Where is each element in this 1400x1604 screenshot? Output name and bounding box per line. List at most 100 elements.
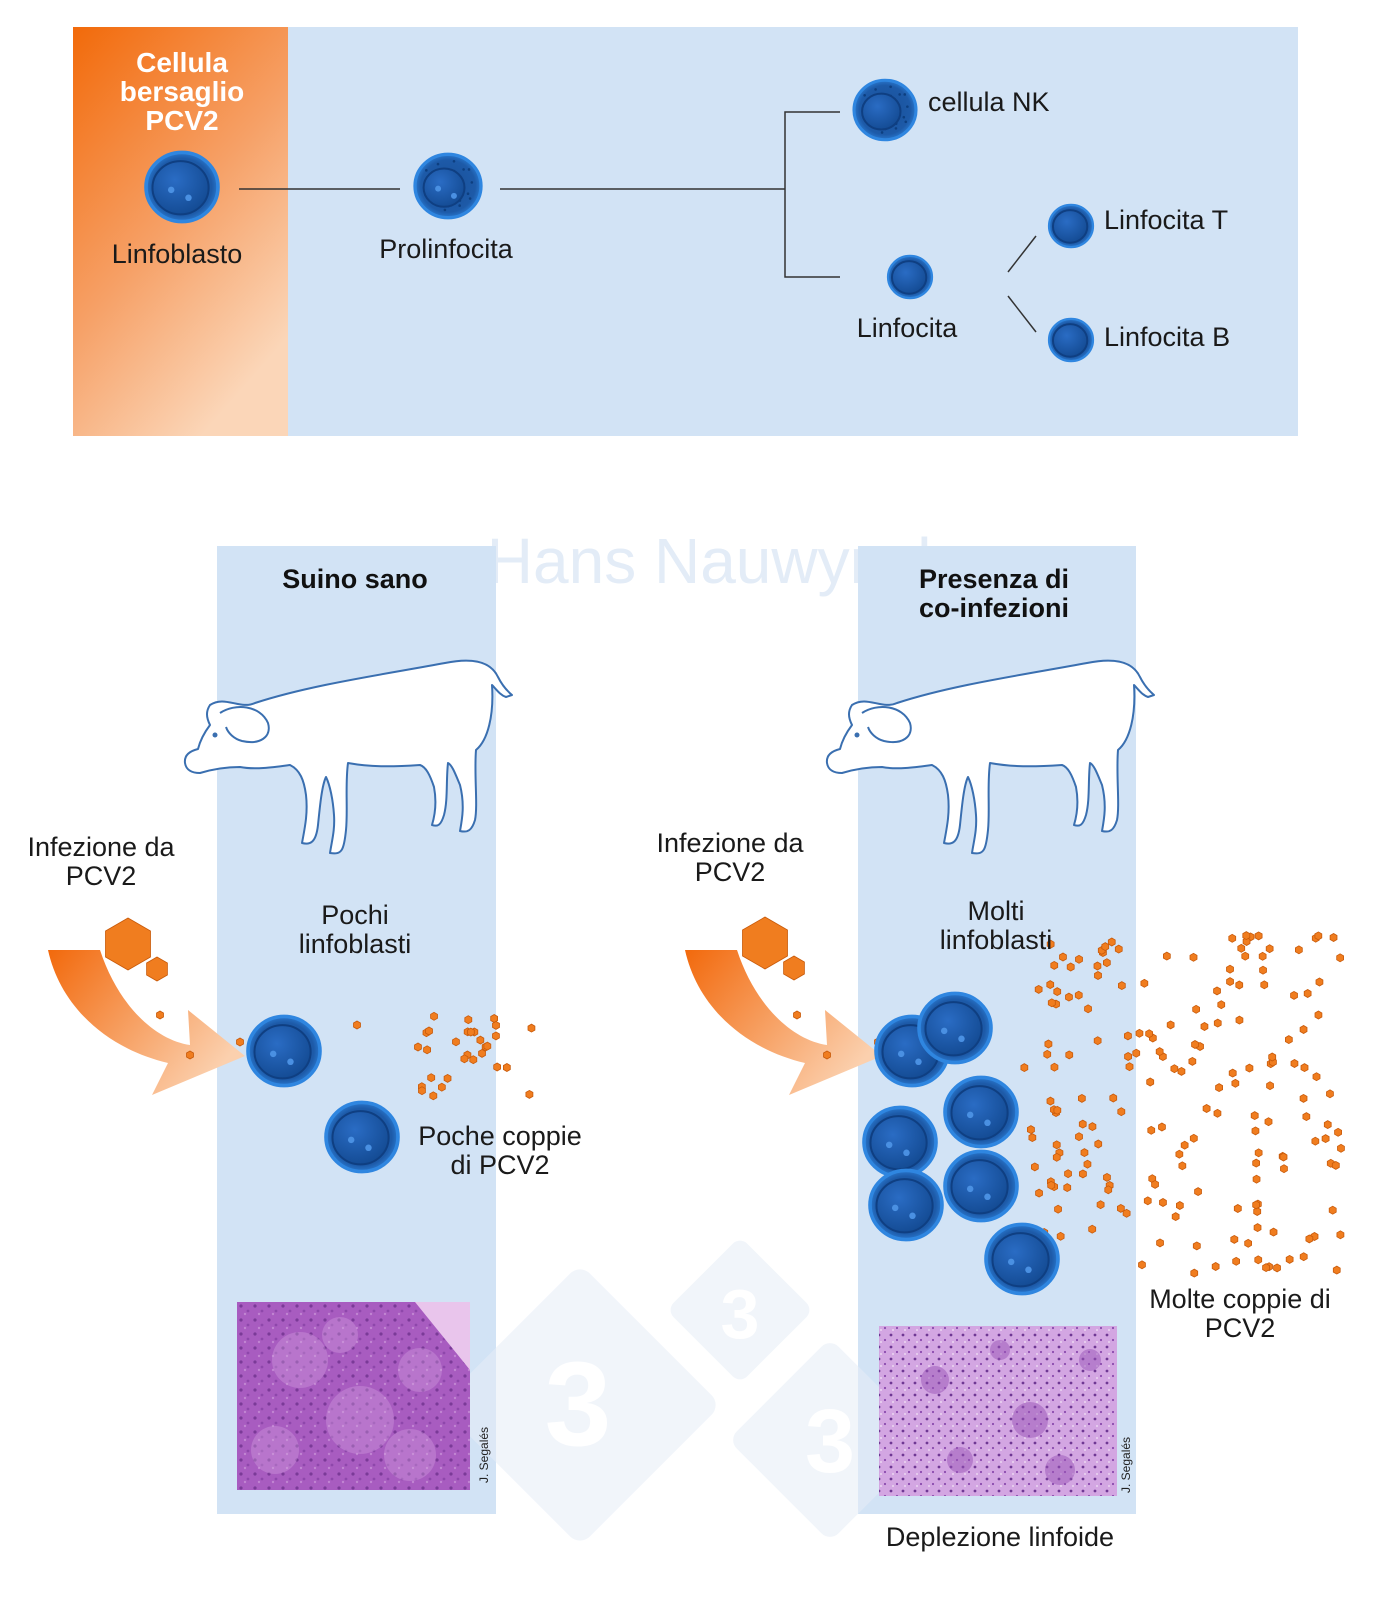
- virus-particle-icon: [1078, 1119, 1087, 1129]
- virus-particle-icon: [1266, 1081, 1274, 1091]
- virus-particle-icon: [1159, 1198, 1167, 1207]
- nk-cell-icon: [852, 78, 918, 142]
- virus-particle-icon: [1189, 1133, 1198, 1143]
- text-line: Infezione da: [27, 832, 175, 862]
- virus-particle-icon: [1151, 1179, 1159, 1189]
- text-line: Infezione da: [656, 828, 804, 858]
- virus-particle-icon: [1056, 1231, 1065, 1241]
- virus-particle-icon: [1135, 1028, 1144, 1038]
- text-line: PCV2: [66, 861, 137, 891]
- virus-particle-icon: [1253, 1207, 1262, 1216]
- virus-particle-icon: [1043, 1049, 1052, 1059]
- virus-particle-icon: [1213, 1108, 1222, 1118]
- virus-particle-icon: [1065, 992, 1073, 1002]
- logo-digit: 3: [545, 1337, 612, 1471]
- virus-particle-icon: [460, 1054, 469, 1064]
- pig-body: [183, 659, 513, 855]
- lymphocyte-icon: [943, 1075, 1019, 1149]
- lymphocyte-icon: [246, 1014, 322, 1088]
- virus-particle-icon: [1046, 980, 1055, 990]
- virus-particle-icon: [1321, 1134, 1330, 1144]
- virus-particle-icon: [1192, 1241, 1201, 1251]
- virus-particle-icon: [430, 1011, 438, 1021]
- virus-particle-icon: [423, 1045, 432, 1055]
- virus-particle-icon: [1065, 1050, 1074, 1060]
- virus-particle-icon: [1336, 953, 1344, 963]
- virus-particle-icon: [1044, 1039, 1053, 1049]
- virus-particle-icon: [1303, 989, 1312, 998]
- virus-particle-icon: [1290, 990, 1298, 1000]
- virus-particle-icon: [476, 1035, 485, 1045]
- logo-diamond: [733, 1343, 927, 1537]
- virus-particle-icon: [1145, 1029, 1153, 1039]
- pig-eye: [854, 732, 860, 738]
- virus-particle-icon: [483, 1041, 492, 1051]
- logo-digit: 3: [805, 1392, 855, 1492]
- virus-particle-icon: [1228, 1068, 1237, 1078]
- virus-particle-icon: [1177, 1066, 1186, 1076]
- text-line: linfoblasti: [940, 925, 1053, 955]
- virus-particle-icon: [823, 1050, 831, 1060]
- virus-particle-icon: [1290, 1059, 1299, 1068]
- virus-particle-icon: [1175, 1149, 1184, 1159]
- virus-particle-icon: [493, 1062, 502, 1072]
- right-image-credit: J. Segalés: [1119, 1437, 1133, 1493]
- virus-particle-icon: [1260, 980, 1269, 990]
- label-linfocita-t: Linfocita T: [1104, 205, 1228, 235]
- lymphocyte-icon: [144, 150, 220, 224]
- virus-particle-icon: [1230, 1234, 1239, 1244]
- virus-particle-icon: [1202, 1104, 1211, 1113]
- virus-particle-icon: [1138, 1260, 1146, 1270]
- text-line: PCV2: [1205, 1313, 1276, 1343]
- pig-body: [825, 659, 1155, 855]
- lymphocyte-icon: [1047, 203, 1095, 249]
- virus-particle-icon: [502, 1063, 511, 1072]
- virus-particle-icon: [1264, 1117, 1273, 1127]
- virus-particle-icon: [1027, 1125, 1035, 1135]
- virus-particle-icon: [1311, 1136, 1320, 1146]
- virus-particle-icon: [1194, 1187, 1202, 1197]
- virus-particle-icon: [186, 1050, 194, 1060]
- lymphocyte-icon: [1047, 317, 1095, 363]
- virus-particle-icon: [146, 956, 168, 982]
- virus-particle-icon: [1117, 1107, 1126, 1117]
- virus-particle-icon: [1158, 1122, 1166, 1132]
- text-line: linfoblasti: [299, 929, 412, 959]
- virus-particle-icon: [1093, 1036, 1102, 1046]
- lymphocyte-icon: [1047, 203, 1095, 249]
- virus-particle-icon: [1259, 965, 1267, 975]
- text-line: PCV2: [145, 105, 218, 136]
- virus-particle-icon: [1285, 1254, 1294, 1264]
- virus-particle-icon: [1064, 1169, 1072, 1179]
- virus-particle-icon: [1334, 1127, 1342, 1137]
- virus-particle-icon: [1078, 1093, 1086, 1103]
- virus-particle-icon: [478, 1048, 486, 1058]
- lymphocyte-icon: [324, 1100, 400, 1174]
- virus-particle-icon: [1147, 1125, 1156, 1135]
- text-line: bersaglio: [120, 76, 244, 107]
- virus-particle-icon: [1166, 1020, 1175, 1030]
- label-prolinfocita: Prolinfocita: [379, 234, 514, 264]
- label-linfocita: Linfocita: [857, 313, 959, 343]
- virus-particle-icon: [1312, 1072, 1321, 1082]
- virus-particle-icon: [1326, 1089, 1334, 1099]
- virus-particle-icon: [1211, 1262, 1220, 1271]
- virus-particle-icon: [1252, 1158, 1260, 1168]
- pig-ear: [861, 706, 912, 743]
- virus-particle-icon: [1046, 939, 1055, 949]
- virus-particle-icon: [1052, 1140, 1061, 1150]
- histology-image: [237, 1302, 470, 1490]
- virus-particle-icon: [427, 1073, 436, 1083]
- virus-particle-icon: [1053, 1105, 1062, 1115]
- virus-particle-icon: [1146, 1077, 1155, 1087]
- virus-particle-icon: [1190, 1268, 1199, 1278]
- virus-particle-icon: [1215, 1083, 1223, 1093]
- virus-particle-icon: [1075, 1132, 1083, 1142]
- logo-digit: 3: [721, 1275, 760, 1353]
- virus-particle-icon: [1242, 937, 1251, 946]
- virus-particle-icon: [1171, 1212, 1180, 1222]
- virus-particle-icon: [1226, 977, 1234, 987]
